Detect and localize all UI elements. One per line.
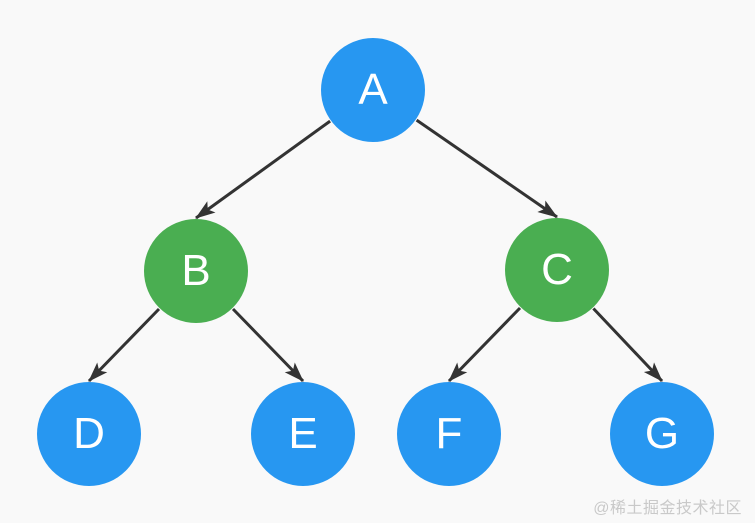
tree-edge-C-F — [447, 306, 522, 383]
tree-edge-B-D — [87, 307, 161, 383]
tree-edge-A-B — [195, 119, 331, 220]
tree-edge-B-E — [231, 307, 305, 383]
tree-node-D: D — [37, 382, 141, 486]
tree-node-E: E — [251, 382, 355, 486]
tree-edge-A-C — [415, 118, 558, 219]
tree-node-A: A — [321, 38, 425, 142]
tree-edge-C-G — [592, 307, 664, 383]
watermark-text: @稀土掘金技术社区 — [593, 500, 742, 517]
tree-node-F: F — [397, 382, 501, 486]
tree-node-B: B — [144, 219, 248, 323]
tree-node-G: G — [610, 382, 714, 486]
tree-node-C: C — [505, 218, 609, 322]
